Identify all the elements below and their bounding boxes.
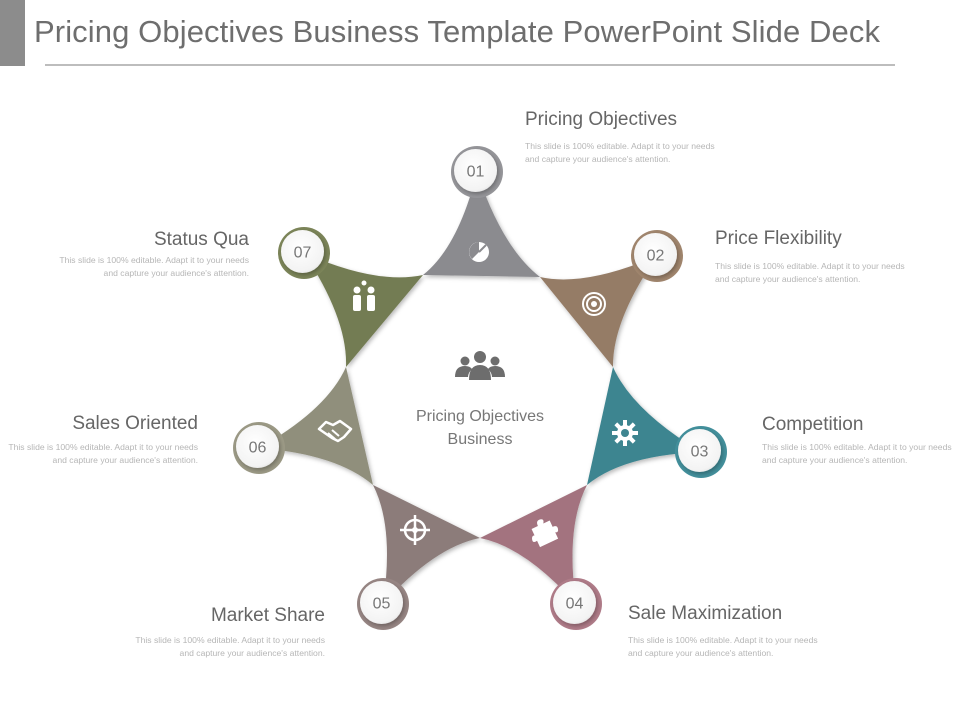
bubble-07 xyxy=(281,230,324,273)
item-4-description: This slide is 100% editable. Adapt it to… xyxy=(628,635,818,658)
crosshair-icon xyxy=(400,515,430,545)
people-icon xyxy=(353,280,375,311)
title-underline xyxy=(45,64,895,66)
item-7-description: This slide is 100% editable. Adapt it to… xyxy=(59,255,249,278)
segment-03: 03 xyxy=(587,367,727,485)
segment-06: 06 xyxy=(233,367,373,485)
item-6-title: Sales Oriented xyxy=(72,413,198,434)
segment-05-shape xyxy=(373,485,480,604)
segment-01: 01 xyxy=(423,146,540,277)
gear-icon xyxy=(612,420,638,446)
puzzle-icon xyxy=(531,519,559,548)
item-6-description: This slide is 100% editable. Adapt it to… xyxy=(8,442,198,465)
bubble-01-number: 01 xyxy=(467,164,485,181)
item-3-title: Competition xyxy=(762,414,864,435)
center-label-line2: Business xyxy=(447,431,513,448)
center-label-line1: Pricing Objectives xyxy=(415,408,545,425)
item-5-description: This slide is 100% editable. Adapt it to… xyxy=(135,635,325,658)
bubble-06-number: 06 xyxy=(249,440,267,457)
segment-07-shape xyxy=(304,253,423,367)
bubble-04 xyxy=(553,581,596,624)
bubble-03 xyxy=(678,429,721,472)
bubble-01 xyxy=(454,149,497,192)
bubble-05-number: 05 xyxy=(373,596,391,613)
center-label: Pricing Objectives Business xyxy=(380,405,580,451)
segment-01-shape xyxy=(423,172,540,277)
bubble-06 xyxy=(236,425,279,468)
item-5-title: Market Share xyxy=(210,605,325,626)
bubble-03-number: 03 xyxy=(691,444,709,461)
item-3-description: This slide is 100% editable. Adapt it to… xyxy=(762,442,952,465)
bubble-07-number: 07 xyxy=(294,245,312,262)
pie-chart-icon xyxy=(469,242,489,262)
segment-04-shape xyxy=(480,485,587,604)
item-2-title: Price Flexibility xyxy=(715,228,842,249)
item-1-description: This slide is 100% editable. Adapt it to… xyxy=(525,141,715,164)
handshake-icon xyxy=(317,419,353,443)
bubble-02 xyxy=(634,233,677,276)
bubble-04-number: 04 xyxy=(566,596,584,613)
segment-04: 04 xyxy=(480,485,602,630)
title-accent-block xyxy=(0,0,25,66)
target-icon xyxy=(582,292,606,316)
bubble-02-number: 02 xyxy=(647,248,665,265)
slide-title: Pricing Objectives Business Template Pow… xyxy=(34,14,881,49)
segment-05: 05 xyxy=(357,485,480,630)
item-4-title: Sale Maximization xyxy=(628,603,783,624)
item-2-description: This slide is 100% editable. Adapt it to… xyxy=(715,261,905,284)
team-icon xyxy=(455,351,505,380)
segment-07: 07 xyxy=(278,227,423,367)
item-1-title: Pricing Objectives xyxy=(525,109,678,130)
segment-06-shape xyxy=(259,367,373,485)
segment-02: 02 xyxy=(540,230,683,367)
title-bar: Pricing Objectives Business Template Pow… xyxy=(0,0,960,70)
segment-03-shape xyxy=(587,367,701,485)
item-7-title: Status Qua xyxy=(153,229,249,250)
segment-02-shape xyxy=(540,256,657,367)
bubble-05 xyxy=(360,581,403,624)
